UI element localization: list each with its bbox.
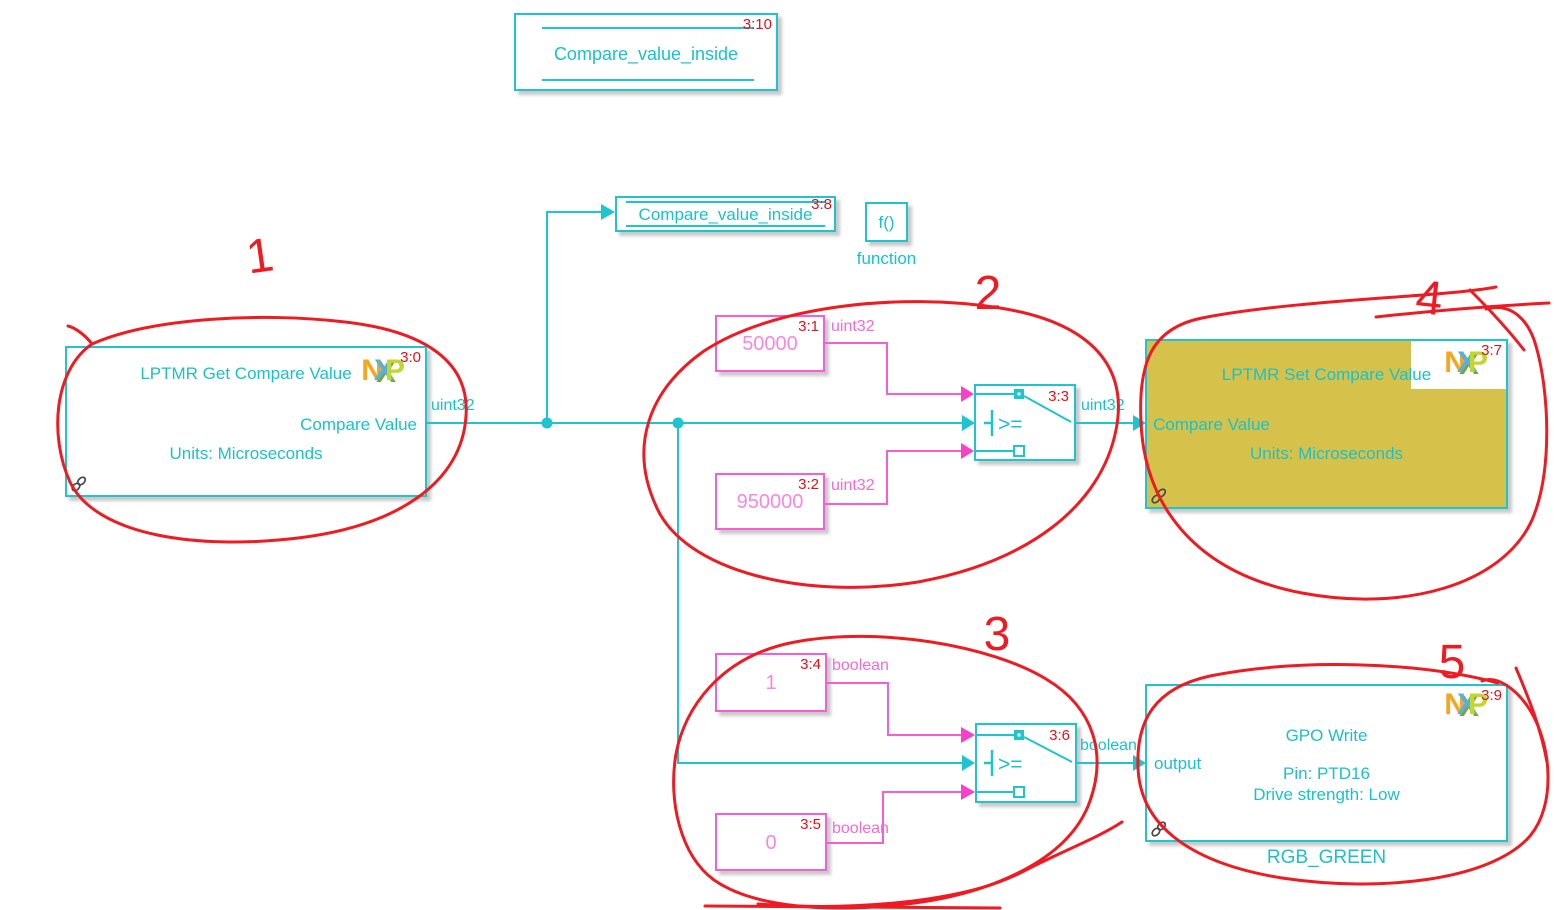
pen-number-2: 2 xyxy=(975,267,1002,320)
block-id: 3:5 xyxy=(800,816,821,833)
pen-number-5: 5 xyxy=(1439,636,1466,689)
lptmr-set-compare-value-block[interactable]: LPTMR Set Compare Value NXP 3:7 Compare … xyxy=(1145,339,1508,509)
function-block[interactable]: f() xyxy=(865,202,908,242)
signal-dtype-label: boolean xyxy=(1080,737,1137,754)
constant-1[interactable]: 1 3:4 xyxy=(715,653,827,712)
function-glyph: f() xyxy=(878,213,895,232)
library-link-icon xyxy=(1151,488,1167,504)
units-label: Units: Microseconds xyxy=(169,444,323,463)
signal-dtype-label: uint32 xyxy=(831,477,875,494)
block-id: 3:10 xyxy=(742,16,772,33)
pink-wires[interactable] xyxy=(825,342,961,844)
block-id: 3:4 xyxy=(800,656,821,673)
pen-circle-3-baseline xyxy=(703,904,1002,910)
nxp-logo: NXP xyxy=(361,356,405,386)
block-id: 3:1 xyxy=(798,318,819,335)
block-title: GPO Write xyxy=(1285,726,1368,745)
pen-circle-5-tick xyxy=(1514,666,1549,764)
signal-dtype-label: boolean xyxy=(832,820,889,837)
constant-value: 1 xyxy=(765,672,777,694)
tag-label: Compare_value_inside xyxy=(638,205,813,224)
pin-label: Pin: PTD16 xyxy=(1283,764,1370,783)
block-id: 3:3 xyxy=(1048,388,1069,405)
block-id: 3:2 xyxy=(798,476,819,493)
gpo-block-name: RGB_GREEN xyxy=(1266,847,1387,868)
signal-dtype-label: uint32 xyxy=(831,318,875,335)
signal-dtype-label: uint32 xyxy=(431,397,475,414)
signal-dtype-label: uint32 xyxy=(1081,397,1125,414)
tag-bottom-line xyxy=(626,225,825,227)
constant-value: 950000 xyxy=(736,491,804,513)
constant-950000[interactable]: 950000 3:2 xyxy=(715,473,825,530)
pen-number-4: 4 xyxy=(1413,271,1445,327)
output-port-label: Compare Value xyxy=(300,415,417,434)
pen-number-1: 1 xyxy=(243,228,277,284)
block-id: 3:7 xyxy=(1481,342,1502,359)
switch-block-1[interactable]: 3:3 xyxy=(974,384,1076,461)
switch-block-2[interactable]: 3:6 xyxy=(975,723,1077,803)
tag-top-line xyxy=(542,27,754,29)
units-label: Units: Microseconds xyxy=(1249,444,1404,463)
drive-strength-label: Drive strength: Low xyxy=(1253,785,1400,804)
signal-dtype-label: boolean xyxy=(832,657,889,674)
constant-value: 0 xyxy=(765,832,777,854)
pen-number-3: 3 xyxy=(984,608,1011,661)
gpo-write-block[interactable]: GPO Write NXP 3:9 output Pin: PTD16 Driv… xyxy=(1145,684,1508,842)
tag-top-line xyxy=(626,201,825,203)
function-caption: function xyxy=(856,249,917,268)
pink-arrowheads xyxy=(961,386,975,800)
library-link-icon xyxy=(71,476,87,492)
lptmr-get-compare-value-block[interactable]: LPTMR Get Compare Value NXP 3:0 Compare … xyxy=(65,346,427,497)
goto-tag-inner[interactable]: Compare_value_inside 3:8 xyxy=(615,196,836,232)
block-id: 3:0 xyxy=(400,349,421,366)
input-port-label: Compare Value xyxy=(1153,415,1270,434)
pen-circle-4-cross xyxy=(1374,301,1551,319)
constant-0[interactable]: 0 3:5 xyxy=(715,813,827,871)
library-link-icon xyxy=(1151,821,1167,837)
block-id: 3:6 xyxy=(1049,727,1070,744)
block-id: 3:9 xyxy=(1481,687,1502,704)
goto-tag-top[interactable]: Compare_value_inside 3:10 xyxy=(514,13,778,91)
constant-50000[interactable]: 50000 3:1 xyxy=(715,315,825,372)
tag-bottom-line xyxy=(542,79,754,81)
block-id: 3:8 xyxy=(811,196,832,213)
tag-label: Compare_value_inside xyxy=(553,44,739,64)
constant-value: 50000 xyxy=(742,333,798,355)
